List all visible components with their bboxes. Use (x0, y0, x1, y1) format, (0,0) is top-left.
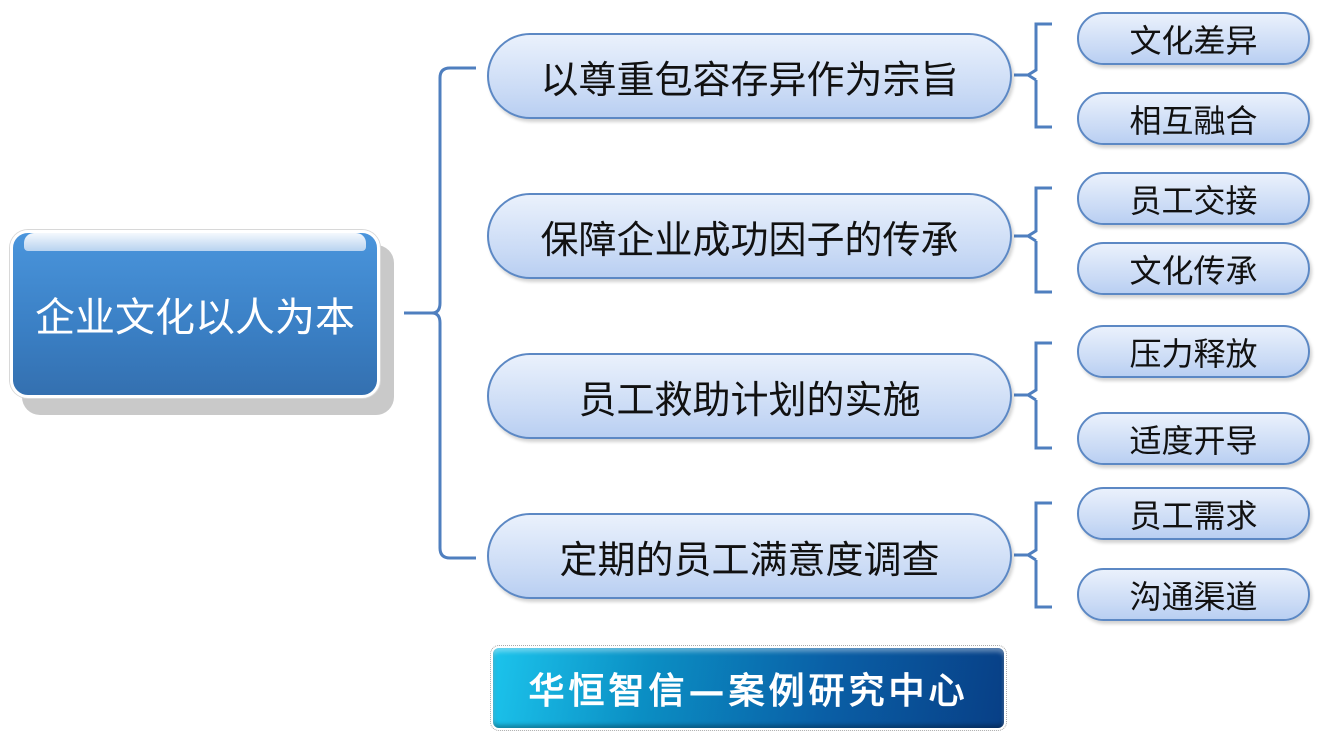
root-node: 企业文化以人为本 (10, 230, 380, 398)
bracket-branch-3 (1014, 341, 1052, 450)
leaf-node: 文化传承 (1077, 242, 1310, 295)
main-bracket (404, 66, 476, 560)
leaf-node: 员工需求 (1077, 487, 1310, 540)
leaf-node: 员工交接 (1077, 172, 1310, 225)
bracket-branch-2 (1014, 186, 1052, 294)
leaf-node: 相互融合 (1077, 92, 1310, 145)
branch-node-1: 以尊重包容存异作为宗旨 (487, 33, 1012, 119)
branch-node-3: 员工救助计划的实施 (487, 353, 1012, 439)
root-node-gloss (24, 233, 366, 251)
branch-node-2: 保障企业成功因子的传承 (487, 193, 1012, 279)
leaf-node: 沟通渠道 (1077, 568, 1310, 621)
leaf-node: 文化差异 (1077, 12, 1310, 65)
footer-banner-label: 华恒智信—案例研究中心 (528, 670, 969, 712)
branch-node-4: 定期的员工满意度调查 (487, 513, 1012, 599)
footer-banner: 华恒智信—案例研究中心 (490, 645, 1007, 731)
leaf-node: 压力释放 (1077, 325, 1310, 378)
leaf-node: 适度开导 (1077, 412, 1310, 465)
bracket-branch-1 (1014, 22, 1052, 129)
bracket-branch-4 (1014, 501, 1052, 609)
root-node-label: 企业文化以人为本 (35, 295, 355, 341)
